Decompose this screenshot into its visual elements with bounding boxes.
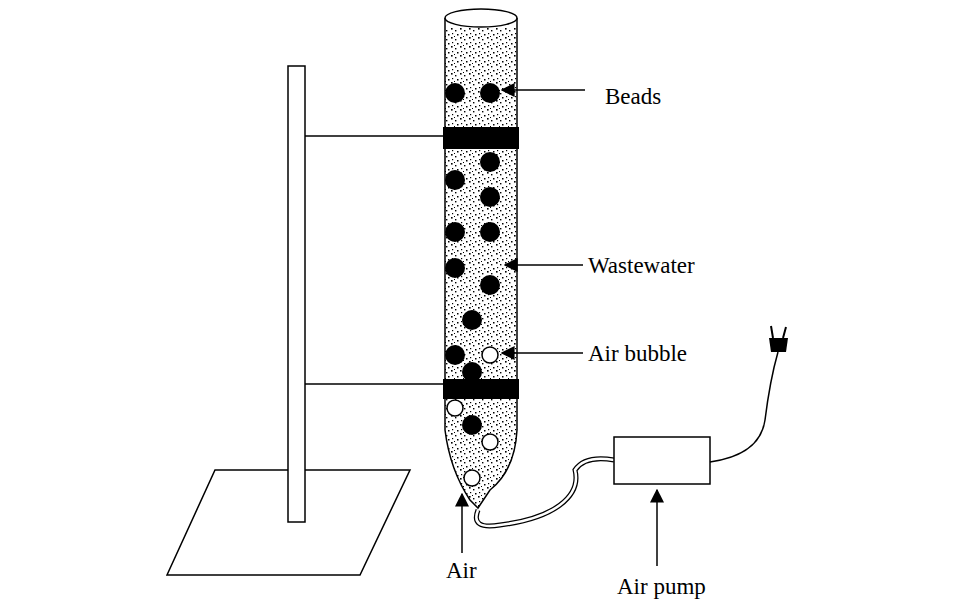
- air-bubble: [482, 347, 498, 363]
- bead: [480, 222, 500, 242]
- bead: [445, 222, 465, 242]
- part-label: Air: [446, 558, 477, 583]
- clamp: [443, 379, 519, 399]
- bead: [462, 310, 482, 330]
- retort-stand: [167, 66, 445, 575]
- bead: [480, 275, 500, 295]
- column-reactor: [440, 9, 522, 525]
- air-bubble: [482, 434, 498, 450]
- bead: [445, 258, 465, 278]
- bead: [480, 83, 500, 103]
- part-label: Beads: [605, 84, 661, 109]
- air-pump: [476, 326, 788, 526]
- bead: [445, 345, 465, 365]
- part-label: Air pump: [617, 574, 706, 599]
- bead: [445, 170, 465, 190]
- leader-lines: [462, 90, 657, 566]
- clamp: [443, 127, 519, 149]
- air-bubble: [447, 400, 463, 416]
- bead: [462, 415, 482, 435]
- bead: [480, 187, 500, 207]
- air-bubble: [464, 470, 480, 486]
- bead: [445, 83, 465, 103]
- bead: [462, 362, 482, 382]
- part-label: Air bubble: [588, 341, 687, 366]
- part-label: Wastewater: [588, 253, 695, 278]
- bead: [480, 152, 500, 172]
